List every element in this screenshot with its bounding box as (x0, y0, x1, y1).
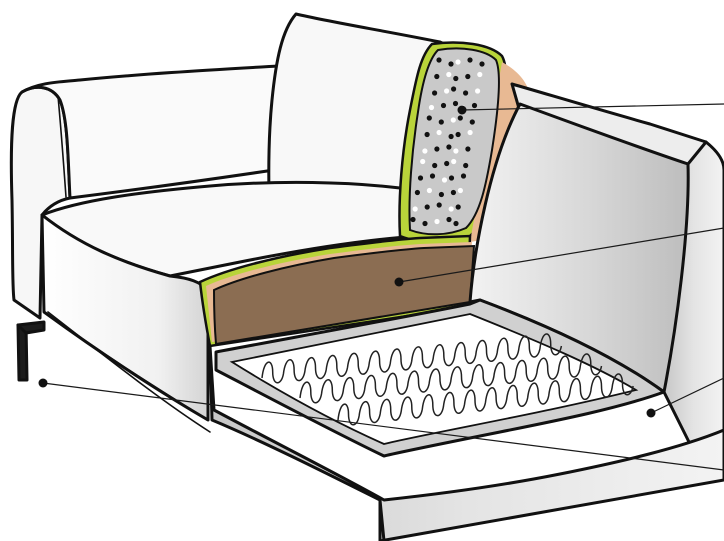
spring-coil (261, 333, 563, 384)
fiber-dot (477, 71, 483, 78)
fiber-dot (451, 86, 457, 92)
fiber-dot (444, 88, 450, 94)
fiber-dot (465, 146, 471, 152)
fiber-dot (448, 206, 454, 212)
fiber-dot (453, 75, 459, 82)
fiber-dot (479, 61, 485, 67)
spring-coil (337, 373, 634, 426)
fiber-dot (467, 57, 473, 63)
fiber-dot (467, 129, 473, 136)
fiber-dot (453, 148, 459, 154)
fiber-dot (471, 102, 478, 109)
fiber-dot (426, 187, 432, 194)
fiber-dot (465, 73, 471, 80)
fiber-dot (422, 220, 428, 227)
fiber-dot (446, 71, 452, 78)
fiber-dot (457, 187, 463, 194)
fiber-dot (436, 129, 442, 136)
fiber-dot (424, 131, 430, 138)
callout-foam-core (394, 227, 724, 287)
fiber-dot (455, 204, 461, 210)
fiber-dot (448, 175, 455, 181)
fiber-dot (434, 146, 440, 152)
spring-coil (299, 353, 603, 404)
fiber-dot (426, 115, 432, 121)
fiber-dot (441, 177, 448, 183)
fiber-dot (444, 160, 450, 167)
fiber-dot (455, 131, 461, 138)
fiber-dot (432, 90, 438, 96)
fiber-dot (450, 117, 456, 123)
callout-fiber-filling (457, 103, 724, 115)
spring-base (261, 333, 634, 426)
leg (16, 320, 46, 382)
fiber-dot (414, 189, 420, 196)
fiber-dot (436, 202, 442, 208)
fiber-dot (422, 148, 428, 154)
fiber-dot (460, 173, 467, 179)
fiber-dot (446, 144, 452, 150)
fiber-dot (432, 162, 438, 169)
fiber-dot (429, 173, 436, 179)
fiber-dot (438, 191, 444, 198)
fiber-dot (434, 218, 440, 225)
fiber-dot (463, 90, 469, 96)
fiber-dot (452, 100, 459, 107)
fiber-dot (451, 158, 457, 165)
fiber-dot (457, 115, 463, 121)
callout-frame (646, 377, 724, 418)
fiber-dot (420, 158, 426, 165)
callout-leg (38, 378, 724, 471)
fiber-dot (434, 73, 440, 80)
foam-core (198, 234, 476, 348)
armrest (9, 64, 280, 320)
fiber-dot (448, 61, 454, 67)
fiber-dot (446, 216, 452, 223)
callouts (38, 103, 724, 471)
fiber-dot (428, 104, 435, 111)
fiber-dot (448, 133, 454, 140)
fiber-dot (410, 216, 416, 223)
fiber-dot (469, 119, 475, 125)
fiber-dot (424, 204, 430, 210)
frame (208, 82, 724, 541)
fiber-dot (417, 175, 424, 181)
fiber-filling (410, 57, 485, 227)
fiber-dot (450, 189, 456, 196)
fiber-dot (475, 88, 481, 94)
fiber-dot (463, 162, 469, 169)
fiber-dot (455, 59, 461, 65)
fiber-dot (412, 206, 418, 212)
fiber-dot (440, 102, 447, 109)
fiber-dot (453, 220, 459, 227)
fiber-dot (436, 57, 442, 63)
fiber-dot (438, 119, 444, 125)
